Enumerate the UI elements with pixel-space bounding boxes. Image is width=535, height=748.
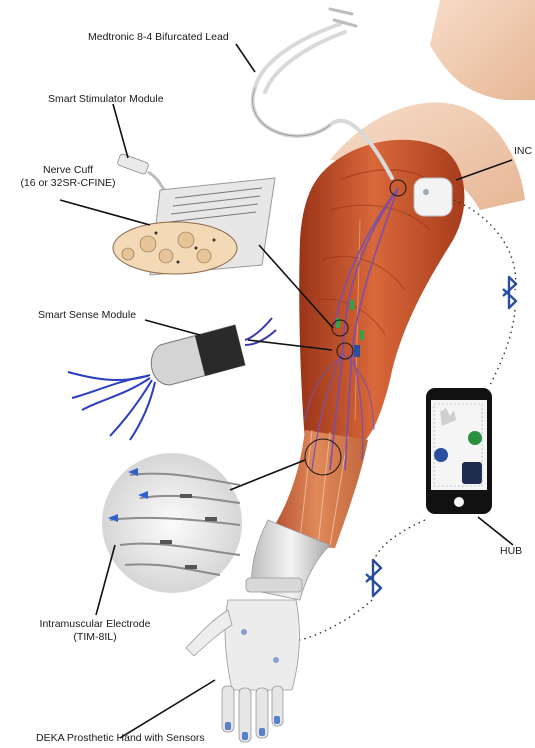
label-deka-hand: DEKA Prosthetic Hand with Sensors (36, 732, 205, 745)
label-intramuscular-electrode: Intramuscular Electrode (TIM-8IL) (20, 618, 170, 644)
label-nerve-cuff-line1: Nerve Cuff (18, 164, 118, 177)
label-hub: HUB (500, 545, 522, 558)
bluetooth-icon (503, 277, 516, 308)
smart-sense-module (68, 318, 276, 440)
intramuscular-electrode-closeup (102, 453, 242, 593)
label-inc: INC (514, 145, 532, 158)
smartphone-icon (426, 388, 492, 514)
label-nerve-cuff-line2: (16 or 32SR-CFINE) (18, 177, 118, 190)
inc-implant-device (414, 178, 452, 216)
label-smart-stimulator: Smart Stimulator Module (48, 93, 164, 106)
label-electrode-line1: Intramuscular Electrode (20, 618, 170, 631)
label-nerve-cuff: Nerve Cuff (16 or 32SR-CFINE) (18, 164, 118, 190)
nerve-cuff-illustration (113, 178, 275, 275)
label-medtronic-lead: Medtronic 8-4 Bifurcated Lead (88, 31, 229, 44)
label-smart-sense: Smart Sense Module (38, 309, 136, 322)
label-electrode-line2: (TIM-8IL) (20, 631, 170, 644)
